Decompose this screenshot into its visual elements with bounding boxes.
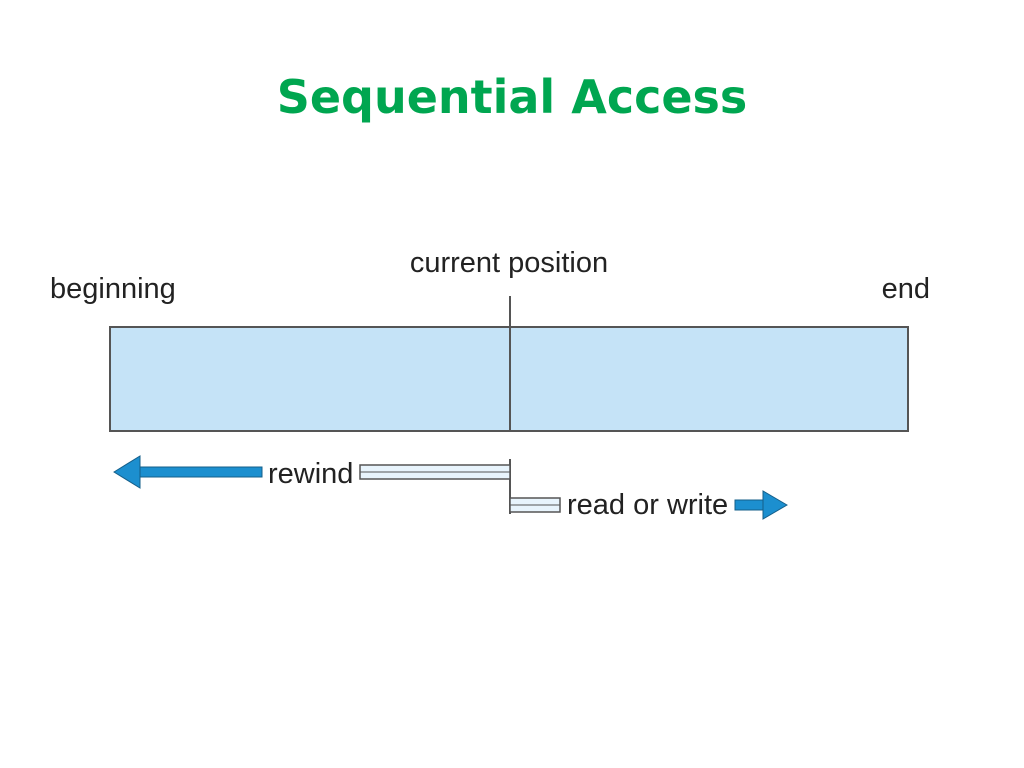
rewind-arrow [113, 455, 511, 514]
read-write-arrow [509, 490, 788, 520]
slide-title: Sequential Access [276, 70, 748, 124]
read-or-write-label: read or write [567, 489, 728, 521]
rewind-label: rewind [268, 458, 353, 490]
read-write-arrowhead [762, 490, 788, 520]
beginning-label: beginning [50, 273, 176, 305]
current-position-label: current position [410, 247, 608, 279]
end-label: end [882, 273, 930, 305]
rewind-arrowhead [113, 455, 141, 489]
